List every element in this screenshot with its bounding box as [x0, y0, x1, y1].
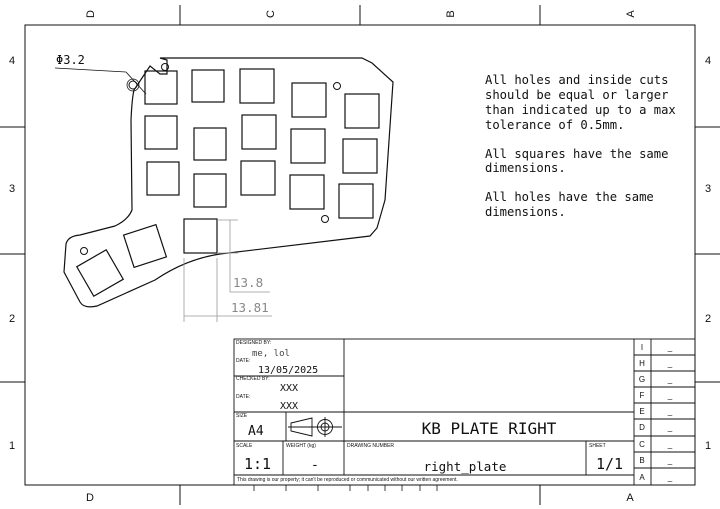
- note-line: All squares have the same: [485, 147, 669, 161]
- zone-label-top-b: B: [445, 10, 457, 17]
- rev-letter-d: D: [639, 423, 645, 432]
- zone-label-right-1: 1: [705, 440, 711, 452]
- rev-value-b: _: [667, 456, 673, 465]
- key-cutout: [146, 161, 180, 196]
- zone-label-left-3: 3: [9, 183, 15, 195]
- date-value: 13/05/2025: [258, 365, 318, 376]
- key-cutout: [338, 183, 374, 219]
- zone-label-bottom-a: A: [626, 492, 634, 504]
- zone-label-bottom-d: D: [86, 492, 94, 504]
- hole-diameter-callout: Φ3.2: [56, 53, 85, 67]
- key-cutouts: [75, 68, 380, 298]
- projection-symbol-icon: [288, 417, 342, 437]
- key-cutout: [289, 174, 325, 210]
- dimension-label-13-8: 13.8: [233, 275, 263, 290]
- scale-value: 1:1: [244, 455, 271, 473]
- note-line: should be equal or larger: [485, 88, 669, 102]
- checked-by-label: CHECKED BY:: [236, 376, 270, 382]
- dimension-label-13-81: 13.81: [231, 300, 269, 315]
- note-line: than indicated up to a max: [485, 103, 676, 117]
- hole-top-left: [128, 80, 138, 90]
- hole-bottom-right: [321, 215, 329, 223]
- zone-label-right-2: 2: [705, 313, 711, 325]
- rev-letter-i: I: [641, 343, 643, 352]
- key-cutout: [193, 173, 227, 208]
- zone-label-left-2: 2: [9, 313, 15, 325]
- rev-value-f: _: [667, 391, 673, 400]
- drawing-number-label: DRAWING NUMBER: [347, 443, 394, 449]
- rev-letter-e: E: [639, 407, 644, 416]
- zone-label-top-d: D: [85, 10, 97, 18]
- zone-label-top-c: C: [265, 10, 277, 18]
- rev-letter-c: C: [639, 440, 645, 449]
- rev-value-a: _: [667, 473, 673, 482]
- checked-by-value: XXX: [280, 383, 298, 394]
- size-label: SIZE: [236, 413, 248, 419]
- key-cutout: [144, 70, 178, 105]
- sheet-value: 1/1: [596, 455, 623, 473]
- zone-label-right-3: 3: [705, 183, 711, 195]
- callout-leader: [54, 67, 127, 73]
- note-line: dimensions.: [485, 205, 566, 219]
- key-cutout: [291, 82, 327, 118]
- key-cutout: [183, 218, 218, 254]
- title-block-ticks: [253, 485, 438, 491]
- rev-letter-b: B: [639, 456, 644, 465]
- title-block: [233, 338, 696, 486]
- designed-by-value: me, lol: [252, 349, 290, 359]
- revision-table: I H G F E D C B A _ _ _ _ _ _ _ _ _: [639, 343, 673, 482]
- key-cutout: [344, 93, 380, 129]
- designed-by-label: DESIGNED BY:: [236, 340, 271, 346]
- drawing-number-value: right_plate: [424, 459, 507, 474]
- key-cutout: [75, 248, 125, 298]
- key-cutout: [240, 160, 276, 196]
- key-cutout: [122, 223, 168, 269]
- plate-outline: [63, 57, 394, 308]
- rev-letter-a: A: [639, 473, 645, 482]
- date2-value: XXX: [280, 401, 298, 412]
- key-cutout: [191, 69, 225, 103]
- key-cutout: [144, 115, 178, 150]
- key-cutout: [239, 68, 275, 104]
- note-line: All holes and inside cuts: [485, 73, 669, 87]
- rev-value-e: _: [667, 407, 673, 416]
- rev-value-h: _: [667, 359, 673, 368]
- rev-value-g: _: [667, 375, 673, 384]
- rev-letter-f: F: [640, 391, 645, 400]
- note-line: dimensions.: [485, 161, 566, 175]
- zone-label-right-4: 4: [705, 55, 711, 67]
- key-cutout: [342, 138, 378, 174]
- weight-label: WEIGHT (kg): [286, 443, 316, 449]
- zone-label-top-a: A: [625, 10, 637, 18]
- date2-label: DATE:: [236, 394, 250, 400]
- zone-label-left-1: 1: [9, 440, 15, 452]
- drawing-title: KB PLATE RIGHT: [422, 419, 557, 438]
- scale-label: SCALE: [236, 443, 253, 449]
- hole-callout-ring: [126, 78, 140, 92]
- rev-value-d: _: [667, 423, 673, 432]
- weight-value: -: [311, 458, 319, 473]
- note-line: All holes have the same: [485, 190, 654, 204]
- hole-top-right: [333, 82, 341, 90]
- rev-letter-h: H: [639, 359, 645, 368]
- rev-value-i: _: [667, 343, 673, 352]
- dimension-lines: [183, 219, 272, 322]
- key-cutout: [241, 114, 277, 150]
- date-label: DATE:: [236, 358, 250, 364]
- key-cutout: [290, 128, 326, 164]
- size-value: A4: [248, 424, 264, 439]
- zone-ticks: [0, 5, 720, 505]
- zone-label-left-4: 4: [9, 55, 15, 67]
- rev-value-c: _: [667, 440, 673, 449]
- rev-letter-g: G: [639, 375, 645, 384]
- disclaimer-text: This drawing is our property; it can't b…: [237, 477, 458, 483]
- hole-bottom-left: [80, 247, 88, 255]
- key-cutout: [193, 127, 227, 161]
- note-line: tolerance of 0.5mm.: [485, 118, 625, 132]
- sheet-label: SHEET: [589, 443, 606, 449]
- callout-leader-diagonal: [125, 71, 147, 95]
